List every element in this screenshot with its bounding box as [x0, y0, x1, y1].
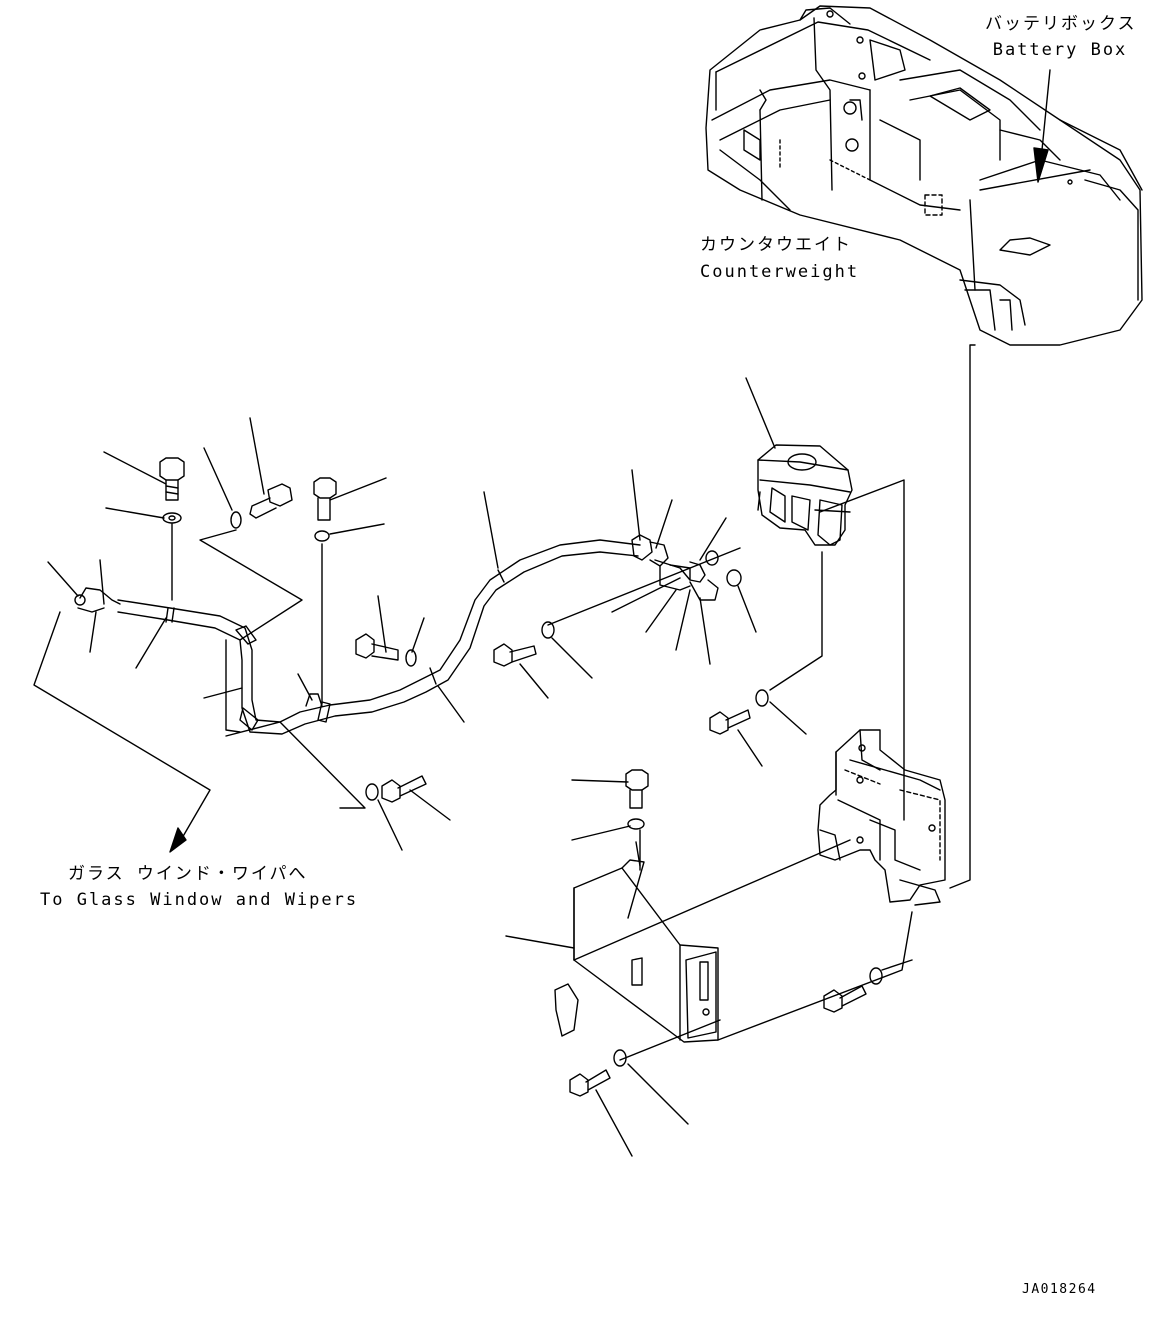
washer — [315, 531, 329, 541]
battery-box-label-jp: バッテリボックス — [985, 14, 1137, 34]
assembly-lines — [34, 480, 912, 1060]
harness-clamp-left — [226, 640, 240, 732]
bolt — [710, 710, 750, 734]
counterweight-label-jp: カウンタウエイト — [700, 235, 852, 255]
glass-window-arrowhead — [170, 828, 186, 852]
washer — [628, 819, 644, 829]
leader-cover — [746, 378, 775, 448]
washer — [870, 968, 882, 984]
counterweight — [706, 6, 1142, 345]
bolt — [382, 776, 426, 802]
leader-lines — [48, 418, 806, 1156]
washer — [406, 650, 416, 666]
bolt — [160, 458, 184, 500]
washer — [542, 622, 554, 638]
battery-box-label-en: Battery Box — [992, 40, 1128, 60]
washer — [756, 690, 768, 706]
document-id: JA018264 — [1022, 1282, 1097, 1297]
washer — [231, 512, 241, 528]
washer — [163, 513, 181, 523]
bolt — [626, 770, 648, 808]
terminal-cover — [555, 842, 718, 1042]
mounting-bracket — [818, 730, 945, 905]
battery-cover — [758, 445, 852, 545]
counterweight-bracket-line — [950, 345, 975, 888]
nut — [727, 570, 741, 586]
bolt — [570, 1070, 610, 1096]
bolt — [314, 478, 336, 520]
battery-box-arrow — [1042, 70, 1050, 150]
bolt — [824, 986, 866, 1012]
counterweight-label-en: Counterweight — [700, 262, 860, 282]
washer — [366, 784, 378, 800]
nut — [706, 551, 718, 565]
glass-window-label-en: To Glass Window and Wipers — [40, 890, 359, 910]
bolt — [250, 484, 292, 518]
bolt — [356, 634, 398, 660]
battery-box-arrowhead — [1034, 148, 1048, 182]
glass-window-label-jp: ガラス ウインド・ワイパへ — [68, 864, 308, 884]
bolt — [494, 644, 536, 666]
